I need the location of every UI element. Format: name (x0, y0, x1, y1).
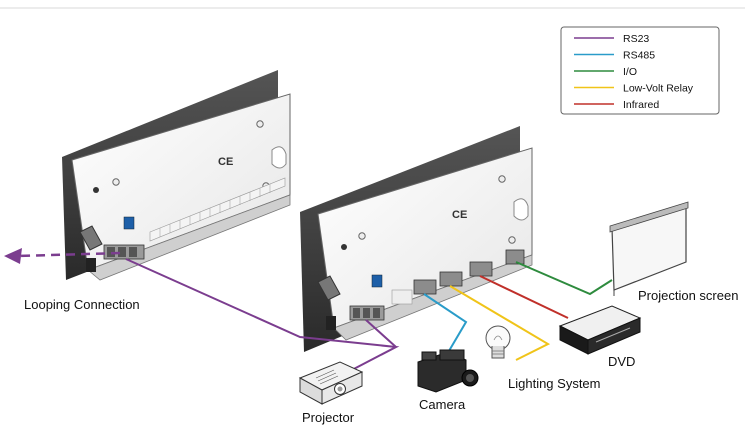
legend-label: I/O (623, 66, 637, 78)
dvd-player-icon (558, 305, 642, 355)
projection-screen-label: Projection screen (638, 288, 738, 303)
ir-connector (469, 261, 493, 277)
io-connector (505, 249, 525, 265)
legend-label: Low-Volt Relay (623, 83, 694, 95)
rs232-cable-left (125, 258, 400, 373)
left-port-icon (86, 258, 96, 272)
camera-icon (417, 349, 479, 393)
screw-icon (508, 236, 516, 244)
rs232-cable-right (365, 319, 397, 348)
io-cable (515, 261, 613, 296)
legend-label: RS485 (623, 50, 655, 62)
button-icon (93, 187, 99, 193)
terminal-block (391, 289, 413, 305)
looping-connection-label: Looping Connection (24, 297, 140, 312)
arrow-left-icon (4, 248, 22, 264)
looping-cable (17, 251, 121, 258)
legend-box (560, 26, 720, 115)
projector-icon (298, 361, 364, 405)
right-bracket (317, 275, 341, 301)
lighting-system-label: Lighting System (508, 376, 601, 391)
infrared-cable (479, 275, 569, 319)
right-control-panel: CE (300, 126, 533, 352)
right-panel-notch (513, 198, 529, 221)
dip-switch (371, 274, 383, 288)
dip-switch (123, 216, 135, 230)
relay-connector (439, 271, 463, 287)
projection-screen-icon (609, 201, 689, 296)
camera-label: Camera (419, 397, 466, 412)
screw-icon (112, 178, 120, 186)
relay-cable (449, 285, 551, 361)
screw-icon (498, 175, 506, 183)
projector-label: Projector (302, 410, 355, 425)
right-port-icon (326, 316, 336, 330)
rs485-cable (423, 293, 468, 357)
left-control-panel: CE (62, 70, 291, 281)
rs485-connector (413, 279, 437, 295)
legend-label: Infrared (623, 99, 659, 111)
light-bulb-icon (485, 325, 511, 359)
ce-mark-right: CE (452, 209, 467, 221)
screw-icon (358, 232, 366, 240)
legend-label: RS23 (623, 33, 649, 45)
ce-mark-left: CE (218, 156, 233, 168)
screw-icon (256, 120, 264, 128)
left-panel-notch (271, 146, 287, 169)
left-bracket (79, 225, 103, 251)
dvd-label: DVD (608, 354, 635, 369)
terminal-pins (159, 184, 271, 237)
button-icon (341, 244, 347, 250)
